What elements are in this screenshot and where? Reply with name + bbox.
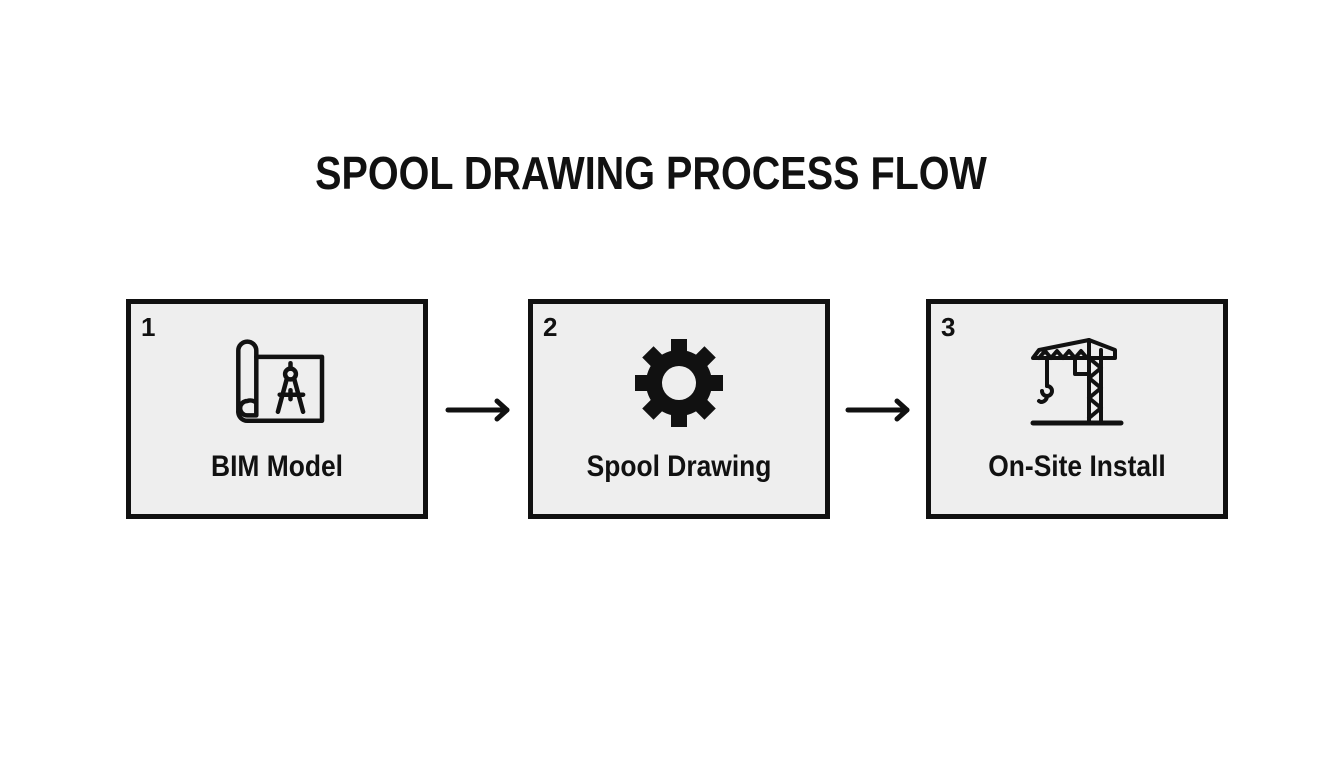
tower-crane-icon bbox=[1027, 338, 1127, 428]
blueprint-compass-icon bbox=[227, 338, 327, 428]
step-label: BIM Model bbox=[211, 450, 343, 483]
step-number: 3 bbox=[941, 312, 956, 342]
step-box-bim-model: 1 BIM Model bbox=[126, 299, 428, 519]
arrow-right-icon bbox=[845, 398, 911, 422]
step-number: 2 bbox=[543, 312, 558, 342]
diagram-title: SPOOL DRAWING PROCESS FLOW bbox=[315, 147, 987, 199]
gear-icon bbox=[629, 338, 729, 428]
step-box-on-site-install: 3 On-Site Install bbox=[926, 299, 1228, 519]
arrow-right-icon bbox=[445, 398, 511, 422]
step-number: 1 bbox=[141, 312, 156, 342]
step-box-spool-drawing: 2 Spool Drawing bbox=[528, 299, 830, 519]
step-label: On-Site Install bbox=[988, 450, 1166, 483]
step-label: Spool Drawing bbox=[586, 450, 772, 483]
